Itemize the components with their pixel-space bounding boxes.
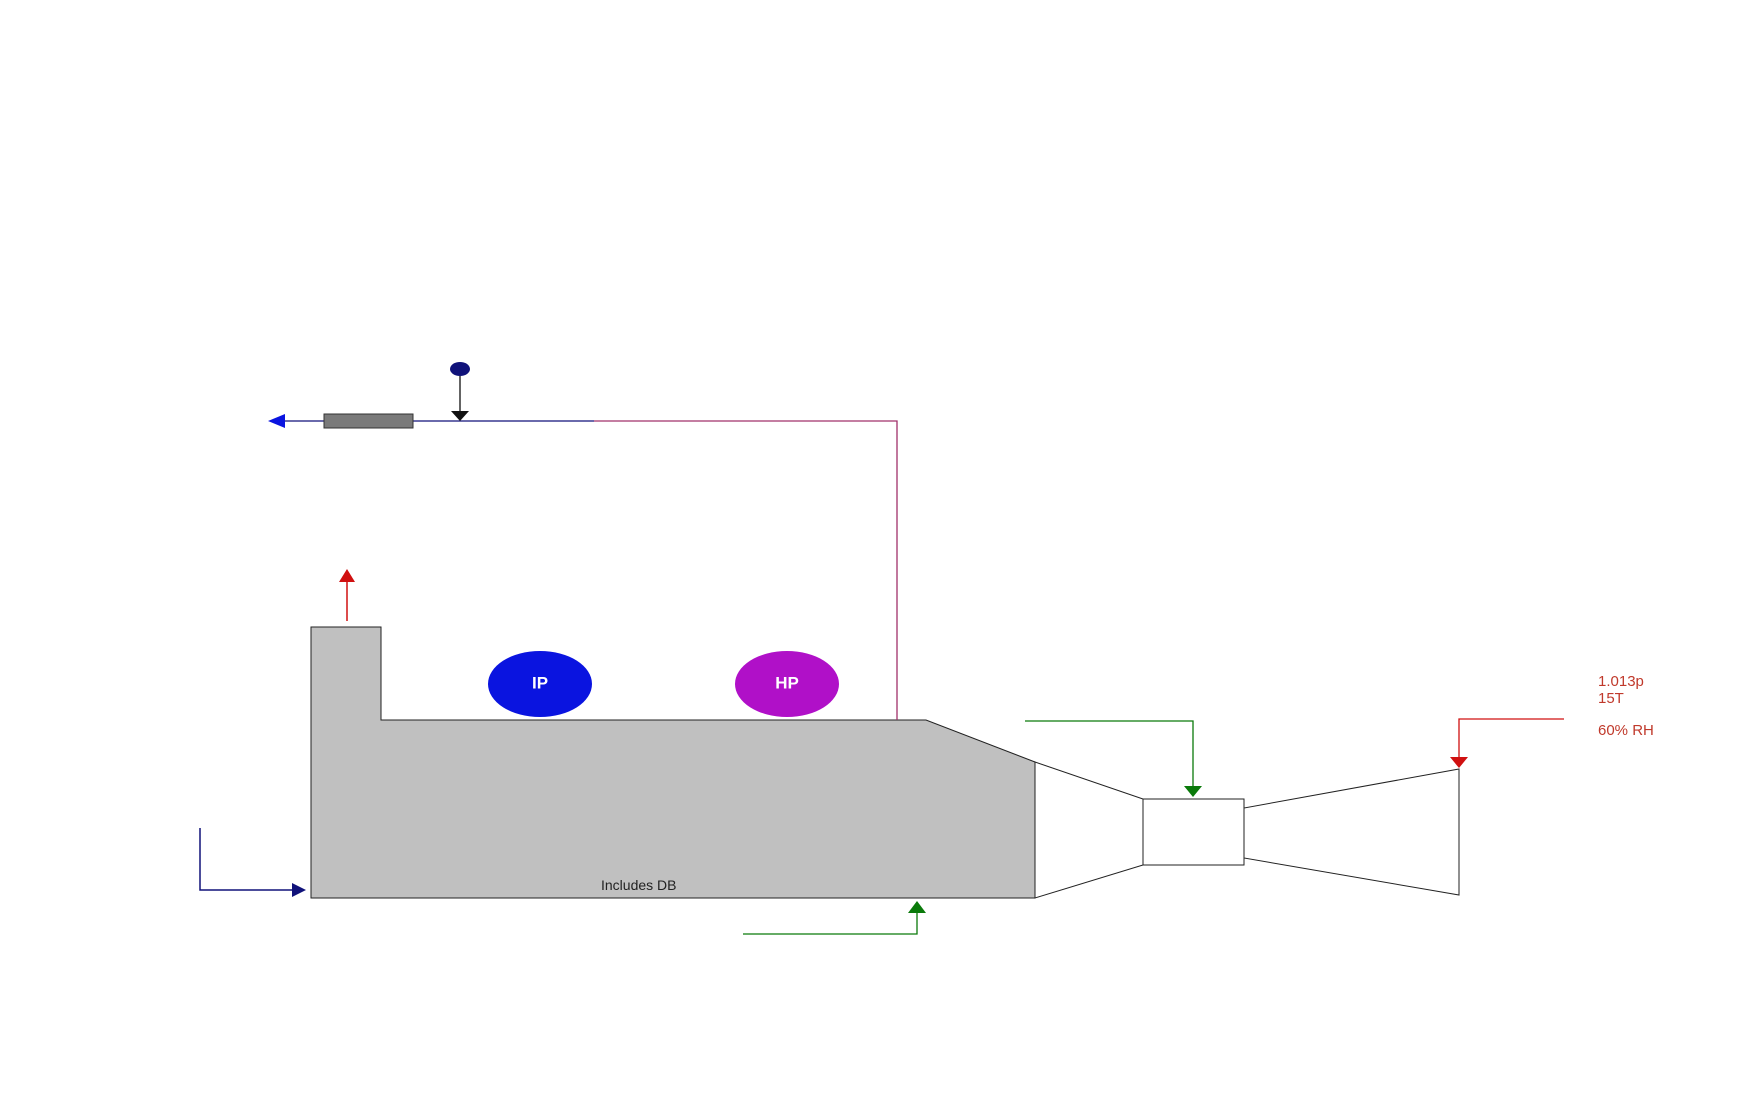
duct-burner-note: Includes DB bbox=[601, 877, 676, 893]
db-fuel-line bbox=[743, 913, 918, 935]
hp-drum-label: HP bbox=[775, 673, 799, 692]
ambient-humidity-label: 60% RH bbox=[1598, 722, 1654, 739]
hp-steam-line bbox=[594, 420, 898, 720]
steam-outlet-arrow-icon bbox=[268, 414, 285, 428]
injection-point-icon bbox=[450, 362, 470, 376]
attemperator-block bbox=[323, 413, 414, 429]
gas-inlet-line bbox=[199, 828, 292, 891]
gt-fuel-line bbox=[1025, 720, 1194, 786]
ip-drum-label: IP bbox=[532, 673, 548, 692]
gas-inlet-arrow-icon bbox=[292, 883, 306, 897]
hrsg-body bbox=[310, 626, 1036, 899]
ip-drum bbox=[488, 651, 592, 717]
air-inlet-arrow-icon bbox=[1450, 757, 1468, 768]
db-fuel-arrow-icon bbox=[908, 901, 926, 913]
combustor bbox=[1142, 798, 1245, 866]
stack-exhaust-arrow-icon bbox=[339, 569, 355, 582]
turbine-section bbox=[1034, 761, 1144, 899]
ambient-pressure-label: 1.013p bbox=[1598, 673, 1644, 690]
injection-arrow-icon bbox=[451, 411, 469, 421]
ambient-temperature-label: 15T bbox=[1598, 690, 1624, 707]
compressor-section bbox=[1243, 768, 1460, 896]
air-inlet-line bbox=[1458, 718, 1564, 757]
hp-drum bbox=[735, 651, 839, 717]
gt-fuel-arrow-icon bbox=[1184, 786, 1202, 797]
